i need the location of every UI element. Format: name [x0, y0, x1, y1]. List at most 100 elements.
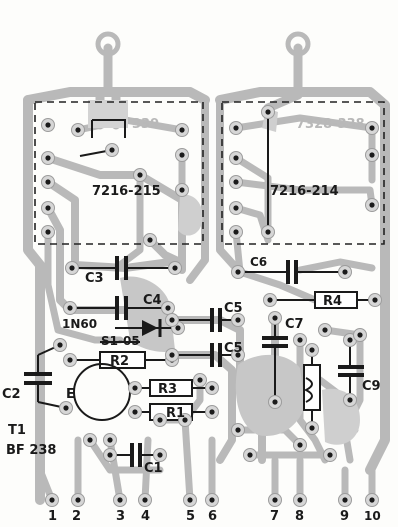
drill-hole — [45, 155, 51, 161]
pin-4-label: 4 — [141, 509, 150, 524]
left-module-code: 7216-215 — [92, 184, 161, 199]
r1-label: R1 — [166, 406, 185, 421]
pin-5-label: 5 — [186, 509, 195, 524]
drill-hole — [179, 127, 185, 133]
emitter-label: E — [66, 387, 75, 402]
drill-hole — [187, 497, 193, 503]
pin-7-label: 7 — [270, 509, 279, 524]
ground-areas — [88, 100, 360, 445]
drill-hole — [172, 265, 178, 271]
drill-hole — [117, 497, 123, 503]
drill-hole — [267, 297, 273, 303]
r4-label: R4 — [323, 294, 342, 309]
drill-hole — [182, 417, 188, 423]
drill-hole — [327, 452, 333, 458]
pin-3-label: 3 — [116, 509, 125, 524]
drill-hole — [235, 352, 241, 358]
drill-hole — [372, 297, 378, 303]
right-module-code-top: 7328-338 — [296, 117, 365, 132]
drill-hole — [57, 342, 63, 348]
drill-hole — [179, 152, 185, 158]
drill-hole — [297, 442, 303, 448]
t1-transistor-body — [73, 363, 131, 421]
drill-hole — [235, 269, 241, 275]
drill-hole — [297, 337, 303, 343]
t1-label: T1 — [8, 423, 26, 438]
drill-hole — [247, 452, 253, 458]
drill-hole — [209, 409, 215, 415]
drill-hole — [87, 437, 93, 443]
drill-hole — [179, 187, 185, 193]
right-module-code: 7216-214 — [270, 184, 339, 199]
drill-hole — [49, 497, 55, 503]
drill-hole — [272, 497, 278, 503]
diode-body — [142, 320, 158, 336]
drill-hole — [67, 305, 73, 311]
bf-type-label: BF 238 — [6, 443, 56, 458]
c2-label: C2 — [2, 387, 21, 402]
pin-2-label: 2 — [72, 509, 81, 524]
drill-hole — [233, 155, 239, 161]
drill-hole — [45, 122, 51, 128]
c3-label: C3 — [85, 271, 104, 286]
diode-label: 1N60 — [62, 317, 97, 331]
drill-hole — [67, 357, 73, 363]
drill-hole — [297, 497, 303, 503]
left-module-outline — [34, 101, 204, 245]
drill-hole — [235, 317, 241, 323]
drill-hole — [369, 125, 375, 131]
pin-9-label: 9 — [340, 509, 349, 524]
drill-hole — [322, 327, 328, 333]
drill-hole — [369, 497, 375, 503]
pin-6-label: 6 — [208, 509, 217, 524]
drill-hole — [347, 337, 353, 343]
drill-hole — [233, 229, 239, 235]
drill-hole — [137, 172, 143, 178]
drill-hole — [369, 152, 375, 158]
connector-numbers: 1 2 3 4 5 6 7 8 9 10 — [48, 509, 381, 524]
drill-hole — [233, 205, 239, 211]
drill-hole — [357, 332, 363, 338]
drill-hole — [75, 127, 81, 133]
drill-hole — [233, 125, 239, 131]
drill-hole — [233, 179, 239, 185]
drill-hole — [209, 497, 215, 503]
pin-1-label: 1 — [48, 509, 57, 524]
drill-hole — [197, 377, 203, 383]
drill-hole — [347, 397, 353, 403]
drill-hole — [169, 352, 175, 358]
transistor-bracket — [91, 119, 126, 138]
drill-hole — [132, 409, 138, 415]
drill-hole — [75, 497, 81, 503]
drill-hole — [132, 385, 138, 391]
drill-hole — [369, 202, 375, 208]
c7-label: C7 — [285, 317, 304, 332]
drill-hole — [309, 425, 315, 431]
drill-hole — [272, 399, 278, 405]
pin-10-label: 10 — [364, 509, 381, 523]
drill-hole — [209, 385, 215, 391]
drill-hole — [235, 427, 241, 433]
drill-hole — [342, 497, 348, 503]
drill-hole — [109, 147, 115, 153]
drill-hole — [107, 452, 113, 458]
drill-hole — [45, 205, 51, 211]
right-module-outline — [221, 101, 385, 245]
drill-hole — [63, 405, 69, 411]
drill-hole — [309, 347, 315, 353]
drill-hole — [272, 315, 278, 321]
c4-label: C4 — [143, 293, 162, 308]
drill-hole — [142, 497, 148, 503]
c6-label: C6 — [250, 255, 267, 269]
c1-label: C1 — [144, 461, 163, 476]
r3-label: R3 — [158, 382, 177, 397]
left-module-code-top: 339 — [132, 117, 159, 132]
drill-hole — [342, 269, 348, 275]
c5-lower-label: C5 — [224, 341, 243, 356]
drill-hole — [165, 305, 171, 311]
drill-hole — [69, 265, 75, 271]
drill-hole — [147, 237, 153, 243]
r2-label: R2 — [110, 354, 129, 369]
c9-label: C9 — [362, 379, 381, 394]
